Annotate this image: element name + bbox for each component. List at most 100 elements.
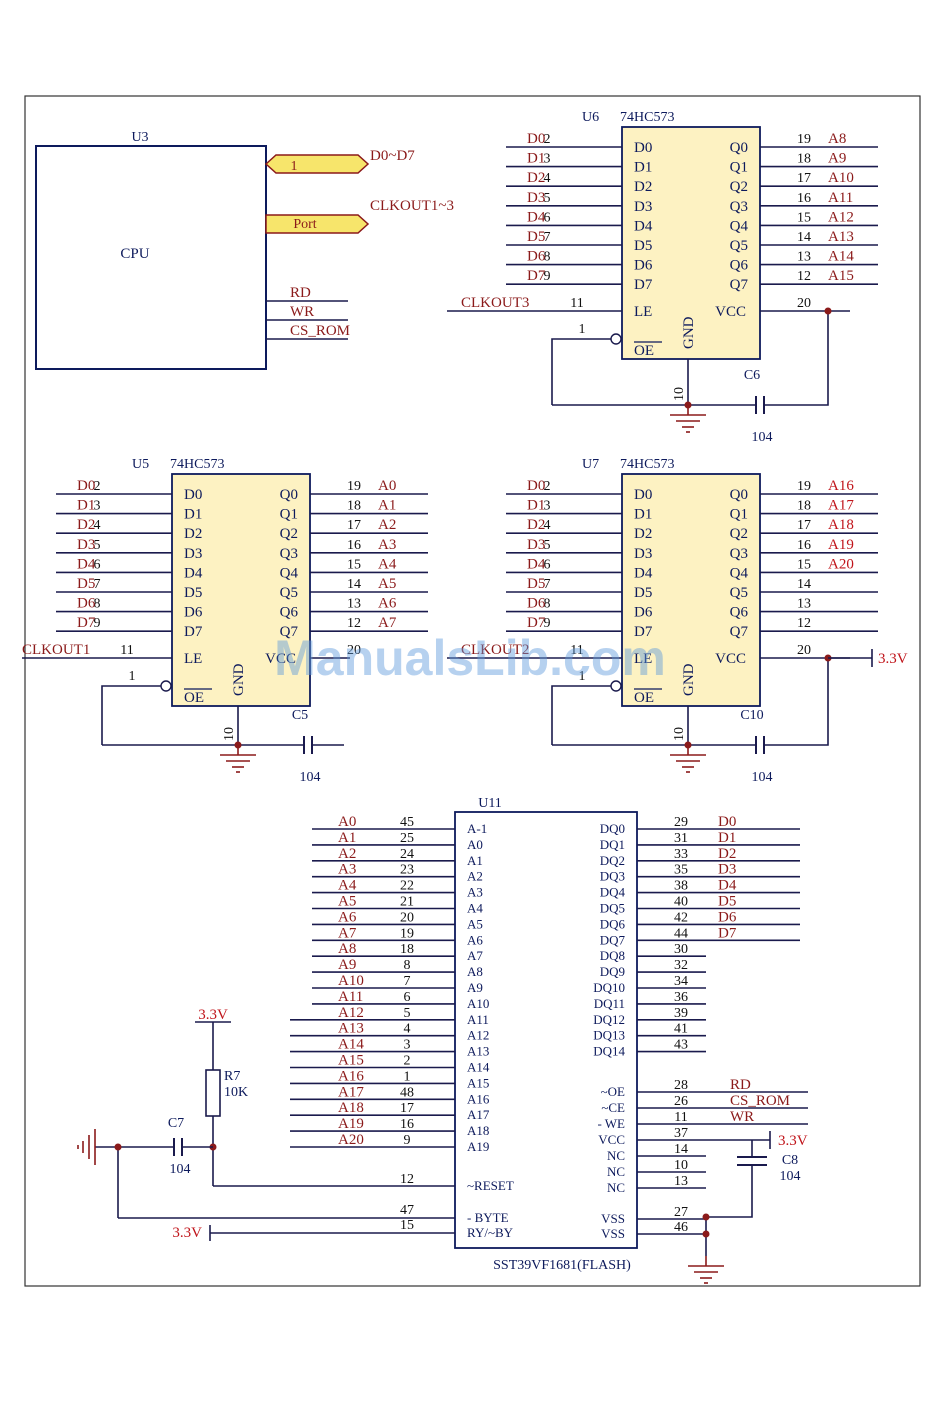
net-label: D6 <box>77 596 96 612</box>
net-label: A14 <box>828 249 854 265</box>
pin-name-gnd: GND <box>681 316 697 349</box>
net-label: A11 <box>338 989 363 1005</box>
pin-name: LE <box>634 651 652 667</box>
pin-name: VCC <box>598 1132 625 1147</box>
pin-name: Q6 <box>730 258 749 274</box>
net-label: A19 <box>828 537 854 553</box>
pin-name: VCC <box>265 651 296 667</box>
pin-number: 43 <box>674 1038 688 1053</box>
net-label: A15 <box>338 1053 364 1069</box>
pin-name: D4 <box>634 565 653 581</box>
pin-name: A2 <box>467 869 483 884</box>
pin-name: Q2 <box>280 526 298 542</box>
pin-name: D7 <box>184 624 203 640</box>
net-label: A12 <box>828 209 854 225</box>
pin-name: Q3 <box>730 199 748 215</box>
pin-number: 14 <box>347 577 361 592</box>
pin-name: Q7 <box>730 277 749 293</box>
pin-number: 18 <box>400 942 414 957</box>
oe-wire <box>551 338 611 405</box>
pin-number: 36 <box>674 990 688 1005</box>
pin-number: 24 <box>400 847 414 862</box>
pin-name: D0 <box>184 487 202 503</box>
pin-number: 37 <box>674 1126 688 1141</box>
pin-number: 15 <box>797 210 811 225</box>
net-label: A3 <box>378 537 396 553</box>
pin-name-oe: OE <box>184 690 204 706</box>
pin-number: 8 <box>94 597 101 612</box>
net-label: A12 <box>338 1005 364 1021</box>
pin-number: 16 <box>797 191 811 206</box>
pin-name: Q6 <box>730 605 749 621</box>
junction-dot <box>114 1143 122 1151</box>
net-label: D1 <box>77 498 95 514</box>
pin-name: D4 <box>634 218 653 234</box>
cap-ref: C10 <box>740 708 763 723</box>
pin-number: 12 <box>797 269 811 284</box>
pin-name: DQ3 <box>600 869 625 884</box>
pin-number: 16 <box>400 1117 414 1132</box>
pin-name: D3 <box>634 546 652 562</box>
pin-number: 5 <box>544 538 551 553</box>
pin-number: 14 <box>674 1142 688 1157</box>
cpu-signal-cs_rom: CS_ROM <box>290 323 350 339</box>
pin-name: Q0 <box>730 487 748 503</box>
net-label: A19 <box>338 1116 364 1132</box>
pin-name: Q4 <box>280 565 299 581</box>
cap-value: 104 <box>300 770 321 785</box>
vcc-net-label: 3.3V <box>778 1133 808 1149</box>
pin-name: DQ1 <box>600 837 625 852</box>
net-label: D1 <box>527 151 545 167</box>
pin-number: 4 <box>544 518 551 533</box>
latch-u7 <box>621 473 761 707</box>
ryby-net-label: 3.3V <box>172 1225 202 1241</box>
pin-name-gnd: GND <box>681 663 697 696</box>
net-label: A7 <box>378 615 397 631</box>
net-label: D4 <box>77 556 96 572</box>
pin-number: 1 <box>404 1069 411 1084</box>
net-label: A15 <box>828 268 854 284</box>
pin-number: 11 <box>674 1110 687 1125</box>
pin-name-gnd: GND <box>231 663 247 696</box>
net-label: A13 <box>828 229 854 245</box>
pin-name: A8 <box>467 964 483 979</box>
pin-name: Q1 <box>280 507 298 523</box>
cpu-signal-wr: WR <box>290 304 314 320</box>
pin-number: 2 <box>404 1054 411 1069</box>
pin-name: Q2 <box>730 526 748 542</box>
pin-number: 13 <box>797 250 811 265</box>
pin-number: 2 <box>544 479 551 494</box>
port2-label: Port <box>293 217 316 232</box>
pin-number: 4 <box>544 171 551 186</box>
pin-name: VSS <box>601 1211 625 1226</box>
net-label: D1 <box>718 830 736 846</box>
pin-number: 6 <box>544 557 551 572</box>
cpu-block <box>35 145 267 370</box>
pin-name: DQ12 <box>593 1012 625 1027</box>
pin-number: 23 <box>400 863 414 878</box>
pin-name: D6 <box>634 605 653 621</box>
pin-number: 14 <box>797 577 811 592</box>
port1-label: 1 <box>291 159 298 174</box>
pin-name: DQ10 <box>593 980 625 995</box>
pin-name: LE <box>184 651 202 667</box>
pin-number: 8 <box>544 597 551 612</box>
pin-name: D3 <box>184 546 202 562</box>
pin-name: Q3 <box>730 546 748 562</box>
pin-number: 16 <box>797 538 811 553</box>
pin-number: 12 <box>347 616 361 631</box>
pin-name: D6 <box>184 605 203 621</box>
cap-ref: C6 <box>744 368 760 383</box>
pin-name: ~OE <box>601 1084 625 1099</box>
pin-name: D5 <box>634 585 652 601</box>
resistor-value: 10K <box>224 1085 248 1100</box>
pin-number: 17 <box>347 518 361 533</box>
net-label: D5 <box>527 576 545 592</box>
le-net-label: CLKOUT1 <box>22 642 90 658</box>
pin-name: ~RESET <box>467 1178 514 1193</box>
pin-number: 15 <box>797 557 811 572</box>
net-label: A4 <box>378 556 397 572</box>
pin-name: VCC <box>715 304 746 320</box>
pin-name: D0 <box>634 487 652 503</box>
net-label: A1 <box>378 498 396 514</box>
